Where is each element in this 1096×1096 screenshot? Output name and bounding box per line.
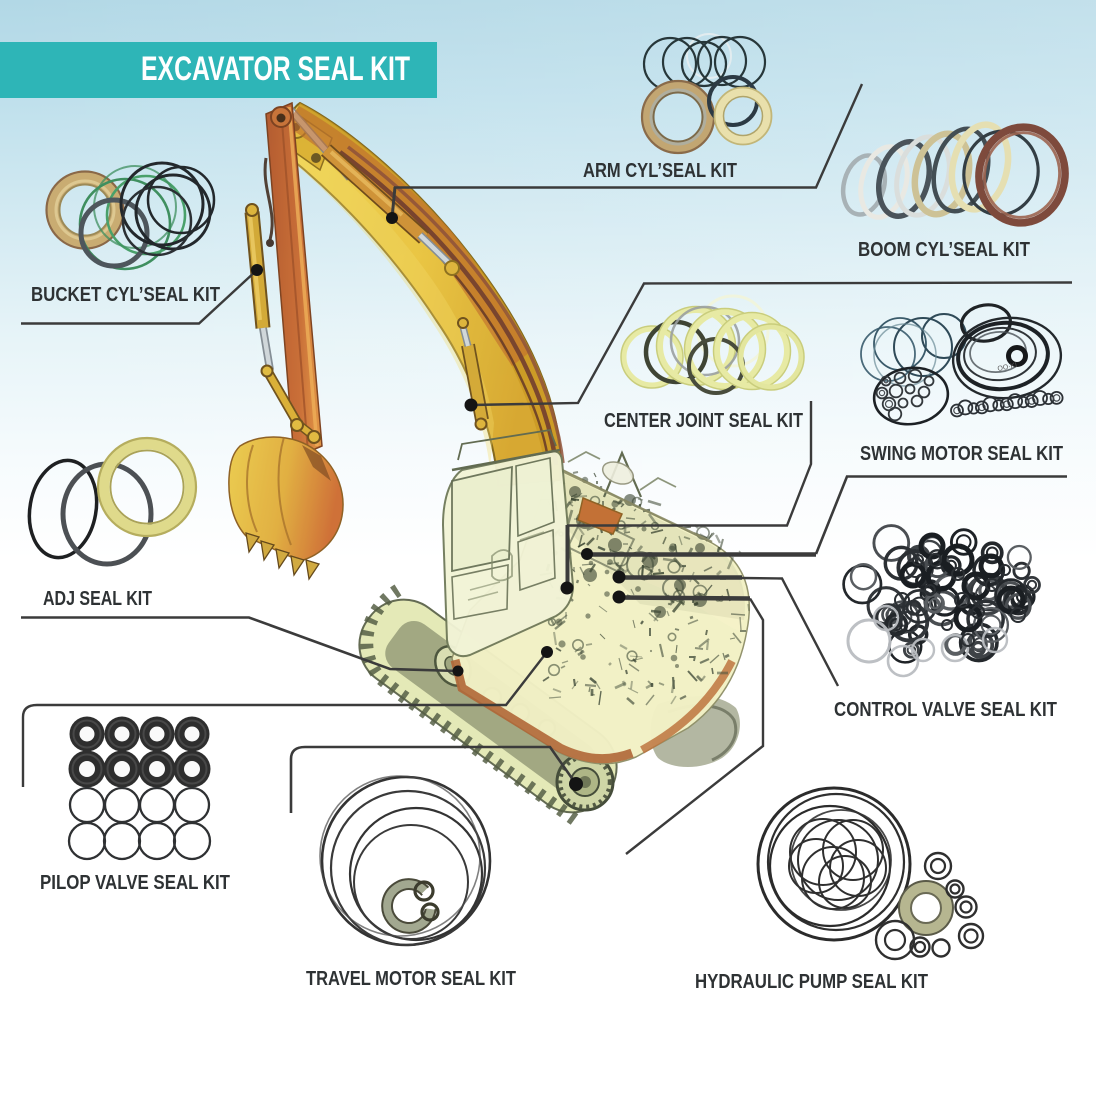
svg-text:BUCKET CYL’SEAL KIT: BUCKET CYL’SEAL KIT	[31, 284, 220, 306]
svg-text:TRAVEL MOTOR SEAL KIT: TRAVEL MOTOR SEAL KIT	[306, 968, 516, 990]
svg-text:HYDRAULIC PUMP SEAL KIT: HYDRAULIC PUMP SEAL KIT	[695, 971, 928, 993]
svg-text:CONTROL VALVE SEAL KIT: CONTROL VALVE SEAL KIT	[834, 699, 1057, 721]
svg-text:CENTER JOINT SEAL KIT: CENTER JOINT SEAL KIT	[604, 410, 803, 432]
svg-text:ARM CYL’SEAL KIT: ARM CYL’SEAL KIT	[583, 160, 737, 182]
svg-text:OO·KI: OO·KI	[997, 362, 1018, 373]
svg-text:SWING MOTOR SEAL KIT: SWING MOTOR SEAL KIT	[860, 443, 1063, 465]
svg-text:BOOM CYL’SEAL KIT: BOOM CYL’SEAL KIT	[858, 239, 1030, 261]
svg-text:PILOP VALVE SEAL KIT: PILOP VALVE SEAL KIT	[40, 872, 230, 894]
svg-text:EXCAVATOR SEAL KIT: EXCAVATOR SEAL KIT	[141, 50, 410, 88]
svg-text:ADJ SEAL KIT: ADJ SEAL KIT	[43, 588, 152, 610]
